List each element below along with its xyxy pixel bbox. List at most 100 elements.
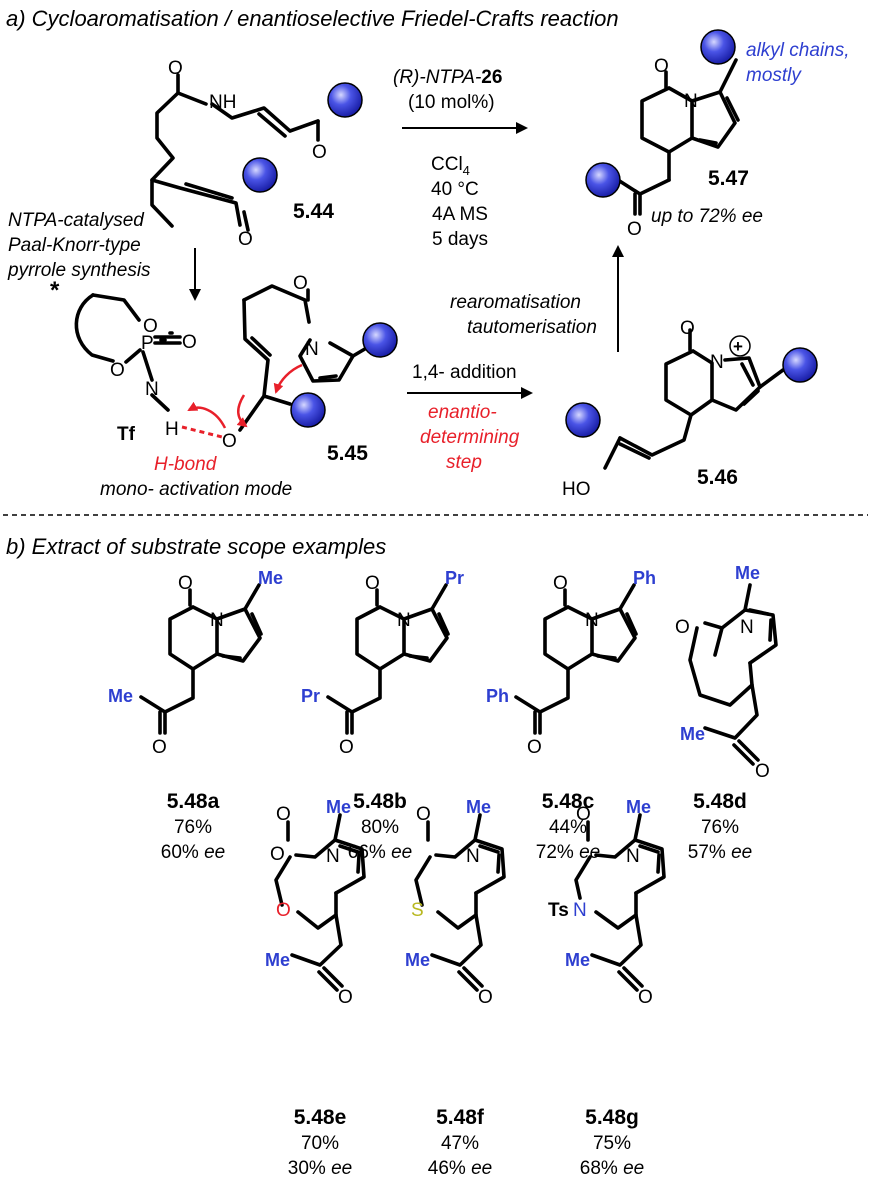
molecular-sieves: 4A MS xyxy=(432,204,488,225)
atom-p: P xyxy=(141,333,154,354)
ee-value: 72% ee xyxy=(536,842,600,863)
section-b-title: b) Extract of substrate scope examples xyxy=(6,534,386,559)
compound-label: 5.48g xyxy=(585,1106,639,1129)
atom-o: O xyxy=(478,987,493,1008)
compound-label: 5.48b xyxy=(353,790,407,813)
substituent-r2: Me xyxy=(108,686,133,706)
atom-o: O xyxy=(222,431,237,452)
substituent-r1: Me xyxy=(258,568,283,588)
ntpa-catalyst xyxy=(74,293,182,412)
atom-n: N xyxy=(210,610,224,631)
substituent-r2: Me xyxy=(265,950,290,970)
atom-o: O xyxy=(339,737,354,758)
structure-5-48e xyxy=(274,813,366,992)
substituent-r1: Me xyxy=(326,797,351,817)
atom-o: O xyxy=(416,804,431,825)
substituent-ball xyxy=(585,162,621,198)
addition-label: 1,4- addition xyxy=(412,362,517,383)
substituent-ball xyxy=(290,392,326,428)
atom-o: O xyxy=(576,804,591,825)
section-a-title: a) Cycloaromatisation / enantioselective… xyxy=(6,6,619,31)
alkyl-note: mostly xyxy=(746,65,802,86)
atom-o: O xyxy=(365,573,380,594)
atom-o: O xyxy=(312,142,327,163)
substituent-r2: Ph xyxy=(486,686,509,706)
yield: 70% xyxy=(301,1133,339,1154)
ee-value: 66% ee xyxy=(348,842,412,863)
rearomatisation-note: rearomatisation xyxy=(450,292,581,313)
structure-5-47 xyxy=(616,58,740,216)
enantio-label: enantio- xyxy=(428,402,497,423)
scope-caption-5-48c: 5.48c 44% 72% ee xyxy=(536,790,600,863)
h-bond-dash xyxy=(181,425,223,439)
scope-caption-5-48a: 5.48a 76% 60% ee xyxy=(161,790,225,863)
scope-caption-5-48d: 5.48d 76% 57% ee xyxy=(688,790,752,863)
curly-arrow xyxy=(236,394,248,428)
atom-o: O xyxy=(270,844,285,865)
yield: 80% xyxy=(361,817,399,838)
atom-o: O xyxy=(293,273,308,294)
solvent: CCl4 xyxy=(431,154,470,178)
structure-5-48g xyxy=(574,813,666,992)
atom-n: N xyxy=(626,846,640,867)
side-note: NTPA-catalysed xyxy=(8,210,145,231)
atom-o: O xyxy=(178,573,193,594)
hetero-atom-s: S xyxy=(411,900,424,921)
activation-mode-label: mono- activation mode xyxy=(100,479,292,500)
compound-label: 5.48f xyxy=(436,1106,485,1129)
atom-o: O xyxy=(654,56,669,77)
atom-n: N xyxy=(740,617,754,638)
compound-label-5-46: 5.46 xyxy=(697,466,738,489)
structure-5-46 xyxy=(603,328,785,470)
atom-n: N xyxy=(326,846,340,867)
tosyl-group: Ts xyxy=(548,900,569,921)
atom-nh: NH xyxy=(209,92,236,113)
side-note: pyrrole synthesis xyxy=(7,260,151,281)
atom-o: O xyxy=(338,987,353,1008)
ee-value: 57% ee xyxy=(688,842,752,863)
atom-o: O xyxy=(755,761,770,782)
atom-o: O xyxy=(182,332,197,353)
ee-value: 60% ee xyxy=(161,842,225,863)
atom-n: N xyxy=(466,846,480,867)
alkyl-note: alkyl chains, xyxy=(746,40,850,61)
atom-o: O xyxy=(627,219,642,240)
substituent-ball xyxy=(242,157,278,193)
atom-o: O xyxy=(553,573,568,594)
atom-n: N xyxy=(710,352,724,373)
yield: 75% xyxy=(593,1133,631,1154)
substituent-ball xyxy=(782,347,818,383)
catalyst-label: (R)-NTPA-26 xyxy=(393,67,502,88)
atom-o: O xyxy=(152,737,167,758)
catalyst-loading: (10 mol%) xyxy=(408,92,495,113)
substituent-ball xyxy=(362,322,398,358)
substituent-r2: Me xyxy=(565,950,590,970)
atom-ho: HO xyxy=(562,479,591,500)
compound-label: 5.48d xyxy=(693,790,747,813)
yield: 44% xyxy=(549,817,587,838)
curly-arrow xyxy=(187,401,227,429)
enantio-label: step xyxy=(446,452,482,473)
atom-o: O xyxy=(680,318,695,339)
temperature: 40 °C xyxy=(431,179,479,200)
ee-value: 30% ee xyxy=(288,1158,352,1179)
scope-caption-5-48b: 5.48b 80% 66% ee xyxy=(348,790,412,863)
scope-caption-5-48f: 5.48f 47% 46% ee xyxy=(428,1106,492,1179)
structure-5-48f xyxy=(414,813,506,992)
structure-5-44 xyxy=(150,73,320,232)
substituent-r1: Me xyxy=(466,797,491,817)
atom-o: O xyxy=(238,229,253,250)
compound-label-5-47: 5.47 xyxy=(708,167,749,190)
structure-5-48a xyxy=(139,583,263,735)
yield: 47% xyxy=(441,1133,479,1154)
compound-label-5-44: 5.44 xyxy=(293,200,334,223)
structure-5-48c xyxy=(514,583,638,735)
atom-n: N xyxy=(684,91,698,112)
compound-label: 5.48e xyxy=(294,1106,347,1129)
atom-n: N xyxy=(145,379,159,400)
structure-5-48d xyxy=(688,583,778,766)
atom-n: N xyxy=(585,610,599,631)
curly-arrow xyxy=(273,363,303,394)
atom-o: O xyxy=(638,987,653,1008)
